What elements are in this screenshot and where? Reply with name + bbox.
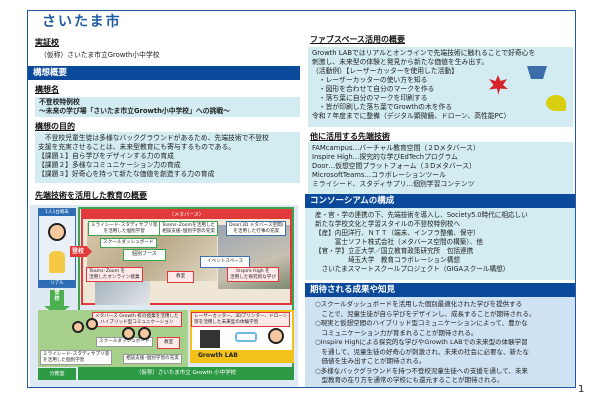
classroom-meta-label: 教室	[167, 271, 195, 283]
drone-icon	[235, 332, 257, 342]
other-tech-box: FAMcampus…バーチャル教育空間（２Dメタバース） Inspire Hig…	[308, 142, 573, 194]
growth-lab-label: Growth LAB	[198, 352, 238, 359]
metaverse-label: （メタバース）	[83, 211, 290, 219]
device-label: 1人1台端末	[39, 209, 75, 216]
consortium-box: 産・官・学の連携の下、先端技術を導入し、Society5.0時代に相応しい 新た…	[305, 208, 575, 280]
real-label: リアル	[39, 280, 75, 287]
ginkgo-leaf-icon	[546, 95, 566, 111]
page-number: 1	[578, 384, 585, 395]
mirai-meta-label: ミライシード･スタディサプリ等 を活用した個別学習	[88, 221, 161, 236]
consortium-bar: コンソーシアムの構成	[305, 194, 575, 208]
student-tablet-icon	[49, 251, 65, 273]
attend-right-arrow: 登校	[70, 246, 92, 257]
inspire-label: Inspire High を 活用した探究的な学び	[227, 267, 279, 282]
school-name: （仮称）さいたま市立Growth小中学校	[40, 51, 160, 59]
concept-name-heading: 構想名	[35, 85, 59, 94]
school-footer-label: （仮称）さいたま市立 Growth 小中学校	[78, 367, 294, 380]
purpose-box: 不登校児童生徒は多様なバックグラウンドがあるため、先端技術で不登校 支援を充実さ…	[35, 132, 300, 183]
page-frame	[27, 10, 576, 388]
mirai-real-label: ミライシード･スタディサプリ等 を活用した個別学習	[40, 350, 113, 365]
tech-heading: 先端技術を活用した教育の概要	[35, 191, 147, 200]
fab-heading: ファブスペース活用の概要	[310, 35, 406, 44]
counsel-label: 相談支援･個別学習の充実	[123, 354, 182, 364]
concept-name-box: 不登校特例校 ～未来の学び場「さいたま市立Growth小中学校」への挑戦～	[35, 97, 300, 117]
laser-cutter-head-icon	[527, 66, 547, 79]
laser-label: レーザーカッター、3Dプリンター、ドローン 等を活用した未来型の体験学習	[191, 312, 291, 327]
teachers-icon	[66, 318, 106, 339]
booth-label: 個別ブース	[123, 249, 166, 261]
student-icon	[268, 328, 284, 344]
device-panel: 1人1台端末 リアル	[38, 208, 76, 288]
laser-cutter-icon	[200, 330, 220, 348]
other-tech-heading: 他に活用する先端技術	[310, 132, 390, 141]
laptop-photo	[95, 281, 150, 305]
dashboard-meta-label: スクールダッシュボード	[100, 238, 157, 248]
purpose-heading: 構想の目的	[35, 122, 75, 131]
page-title: さいたま市	[42, 14, 122, 30]
expected-bar: 期待される成果や知見	[305, 283, 575, 297]
door-label: Door(3D メタバース空間) を活用した行事の充実	[226, 221, 287, 236]
event-space-label: イベントスペース	[200, 256, 251, 268]
students-icon	[120, 325, 160, 343]
student-laptop-icon	[48, 223, 66, 241]
hybrid-label: メタバース Growth 校の授業を活用した ハイブリッド型コミュニケーション	[92, 312, 182, 327]
overview-bar: 構想概要	[28, 66, 300, 80]
teams-meta-label: Teams･Zoomを活用した 相談支援･個別学習の充実	[159, 221, 219, 236]
school-heading: 実証校	[35, 38, 59, 47]
attend-down-arrow: 登 校	[50, 290, 64, 306]
classroom-real-label: 教室	[157, 337, 181, 349]
branch-label: 分教室	[38, 368, 76, 380]
fab-box: Growth LABではリアルとオンラインで先端技術に触れることで好奇心を 刺激…	[308, 47, 573, 127]
expected-box: ○スクールダッシュボードを活用した個別最適化された学びを提供する ことで、児童生…	[305, 297, 575, 387]
tech-diagram: 1人1台端末 リアル 登 校 （メタバース） 登校 ミライシード･スタディサプリ…	[30, 205, 298, 387]
teams-online-label: Teams･Zoom を 活用したオンライン授業	[86, 267, 143, 282]
